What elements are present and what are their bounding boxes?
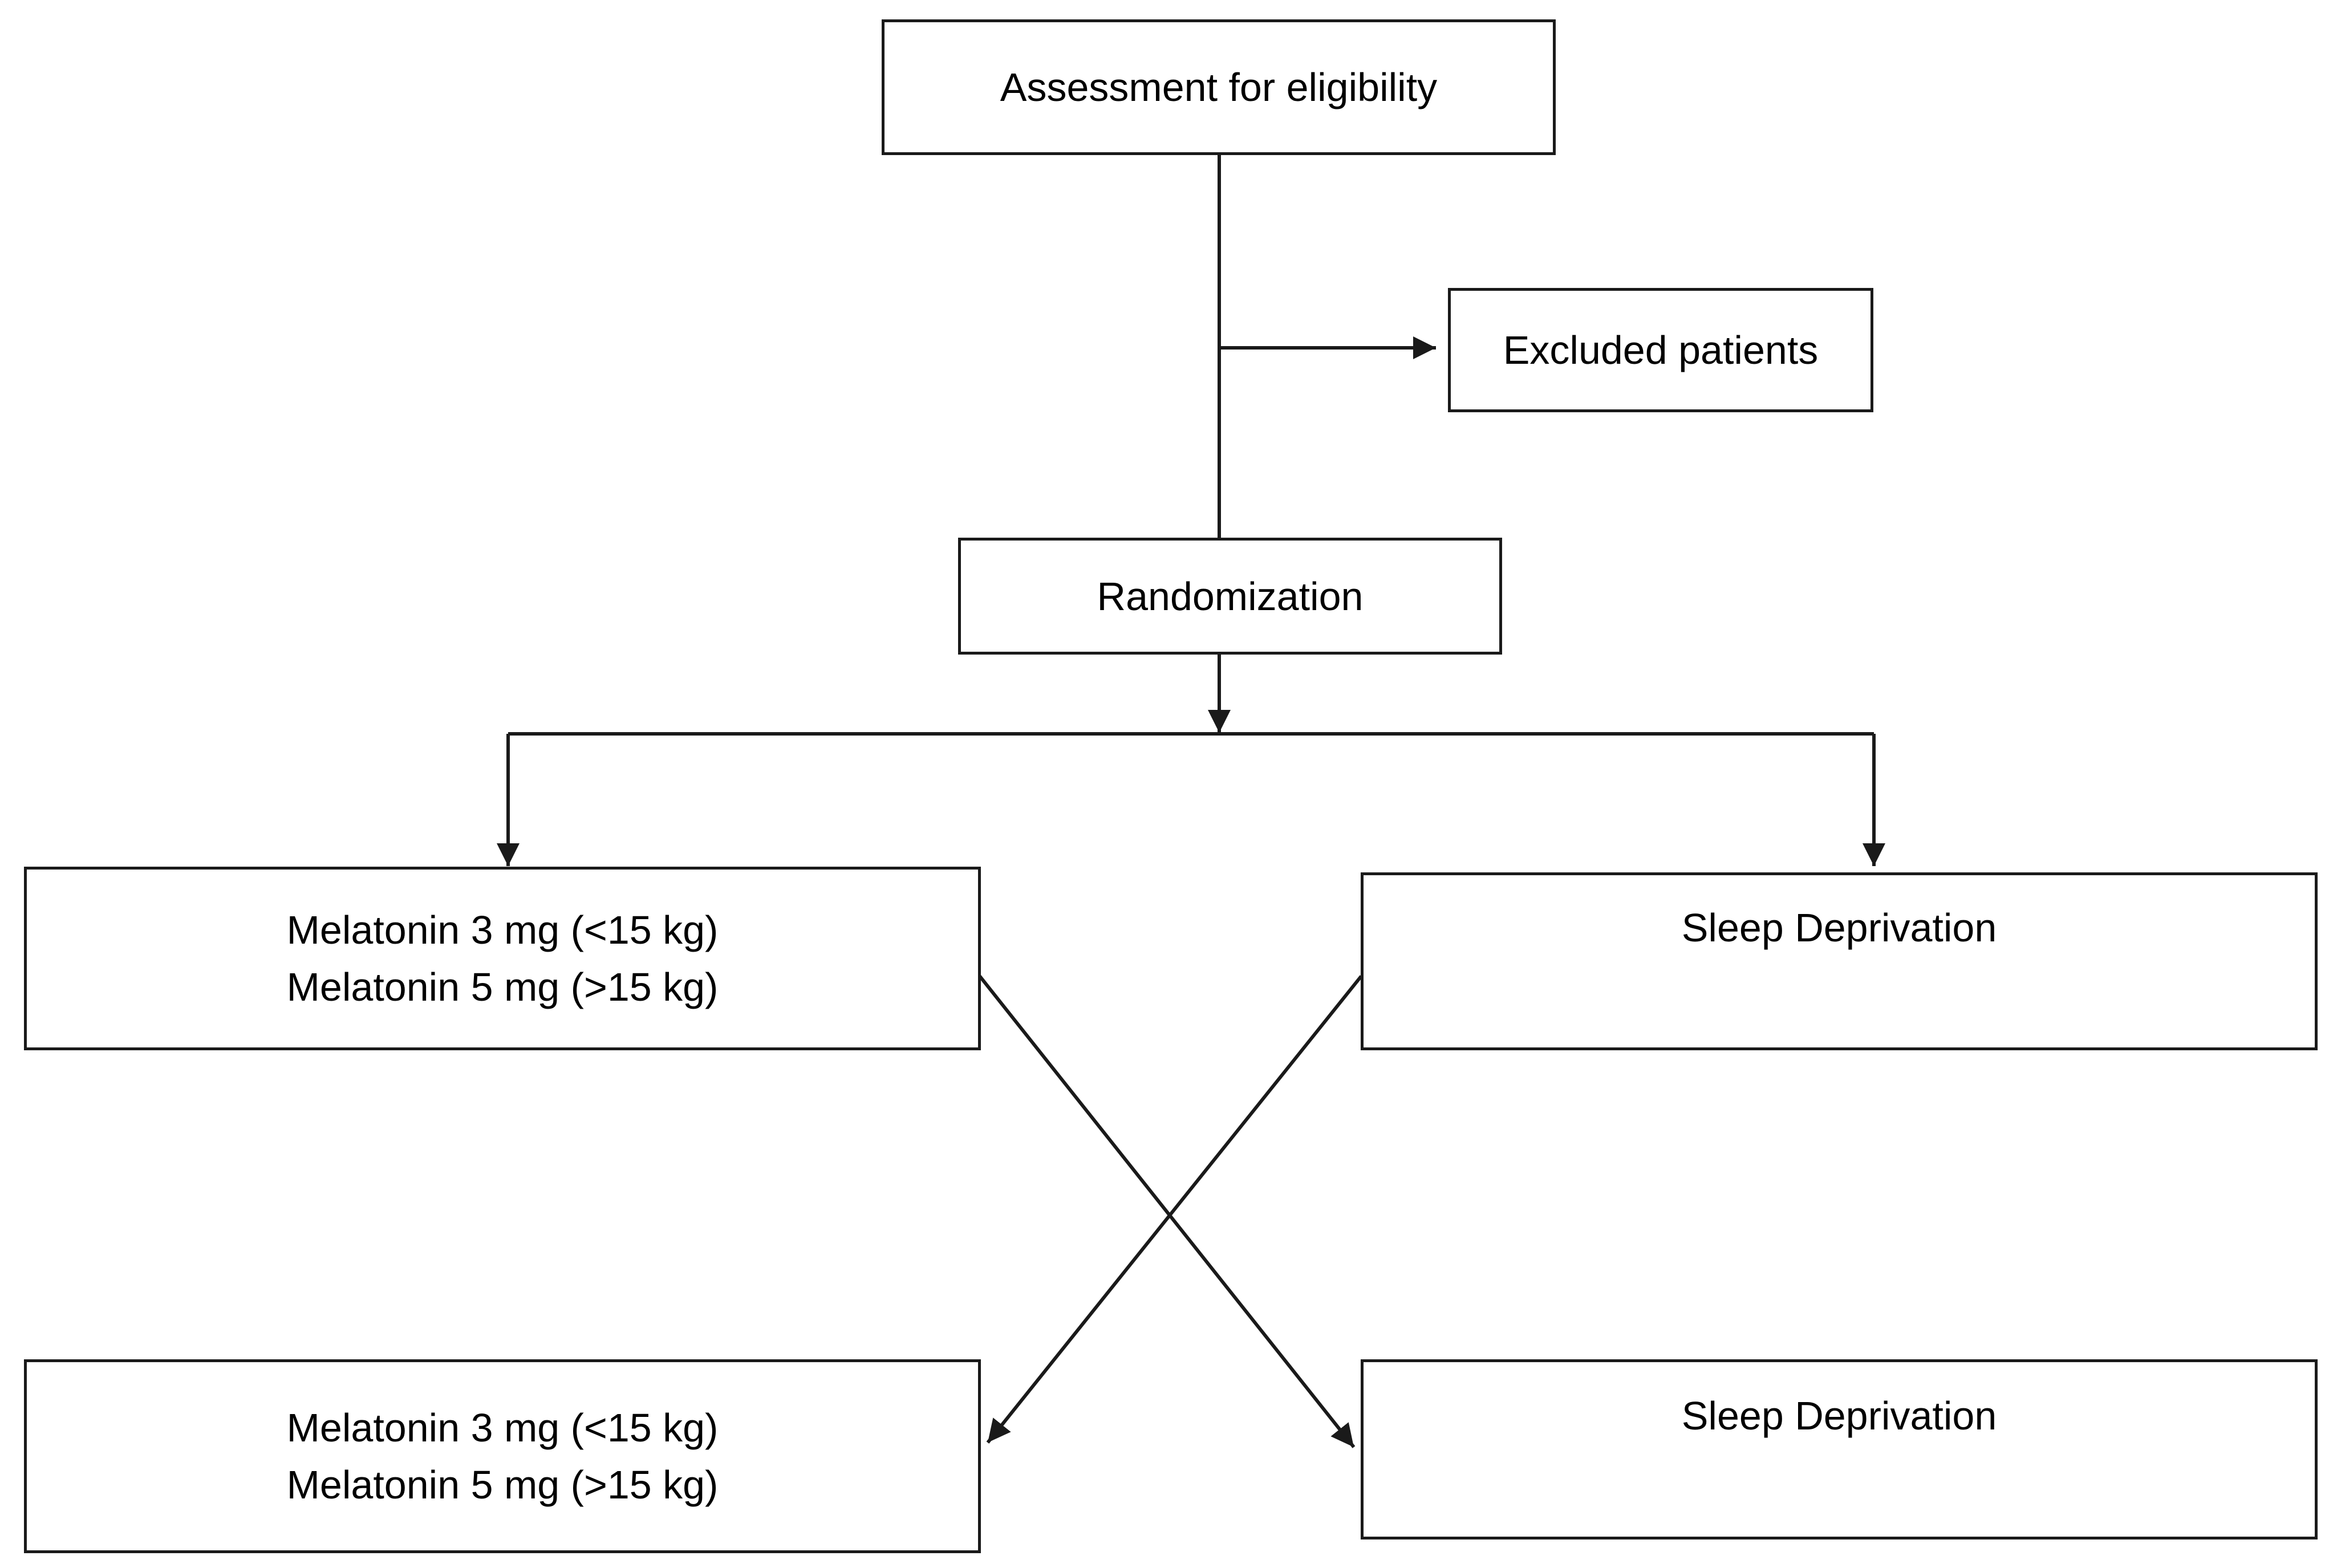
excluded-box: Excluded patients (1448, 288, 1873, 412)
melatonin-first-line-1: Melatonin 3 mg (<15 kg) (286, 908, 719, 952)
assessment-label: Assessment for eligibility (1000, 65, 1438, 109)
melatonin-first-box: Melatonin 3 mg (<15 kg) Melatonin 5 mg (… (24, 867, 981, 1050)
assessment-box: Assessment for eligibility (882, 19, 1556, 155)
excluded-label: Excluded patients (1503, 328, 1819, 372)
sleep-second-label: Sleep Deprivation (1681, 1394, 1997, 1438)
sleep-second-box: Sleep Deprivation (1361, 1359, 2318, 1539)
randomization-box: Randomization (958, 538, 1502, 655)
melatonin-first-line-2: Melatonin 5 mg (>15 kg) (286, 965, 719, 1009)
melatonin-second-box: Melatonin 3 mg (<15 kg) Melatonin 5 mg (… (24, 1359, 981, 1553)
melatonin-second-line-1: Melatonin 3 mg (<15 kg) (286, 1405, 719, 1450)
sleep-first-label: Sleep Deprivation (1681, 905, 1997, 950)
crossover-arrow-melatonin-to-sleep (978, 975, 1356, 1448)
melatonin-second-line-2: Melatonin 5 mg (>15 kg) (286, 1463, 719, 1507)
randomization-label: Randomization (1097, 574, 1364, 619)
sleep-first-box: Sleep Deprivation (1361, 872, 2318, 1050)
crossover-arrow-sleep-to-melatonin (986, 975, 1363, 1444)
